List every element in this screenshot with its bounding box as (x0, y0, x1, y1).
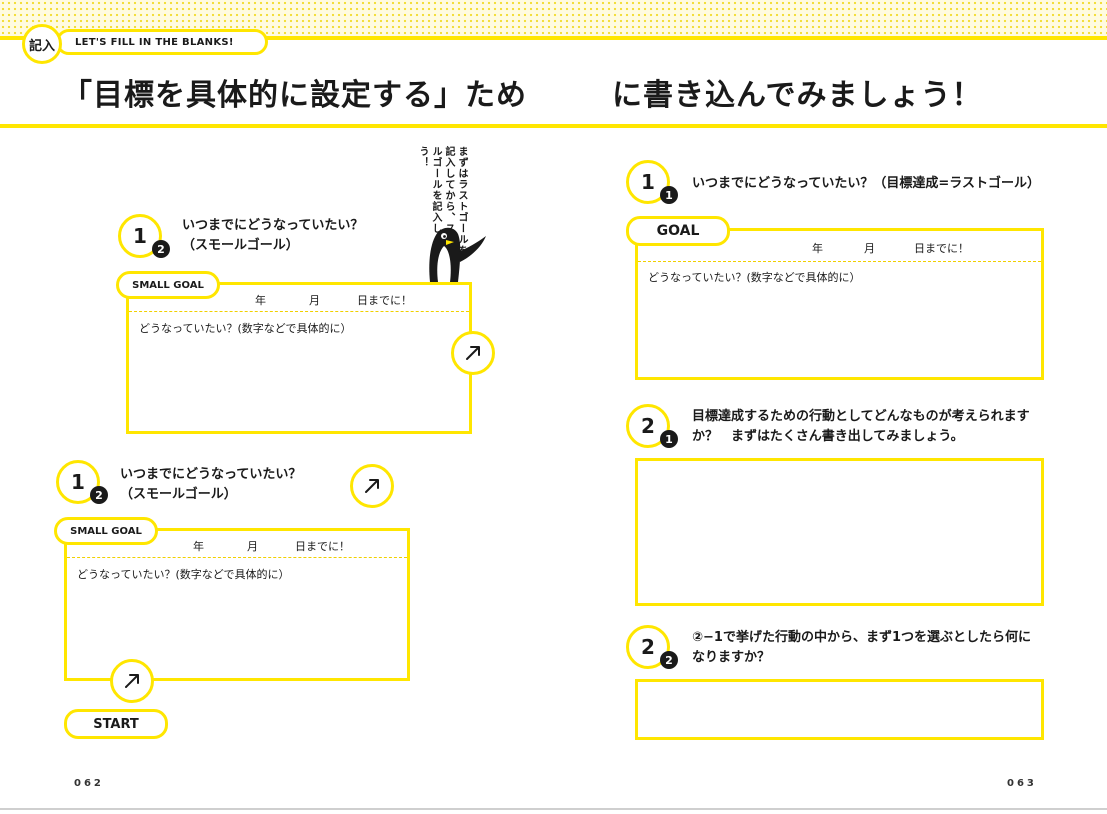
vertical-note: まずはラストゴールを記入してから、スモールゴールを記入しよう！ (417, 146, 467, 256)
day-label: 日までに！ (295, 540, 350, 553)
header-badge: 記入 (22, 24, 62, 64)
step-question-line1: いつまでにどうなっていたい？ (182, 218, 364, 233)
page-number-left: 062 (74, 778, 104, 789)
step-question-line2: （スモールゴール） (182, 238, 299, 253)
month-label: 月 (247, 540, 258, 553)
step-sub-number: 1 (660, 186, 678, 204)
step-number-circle: 1 (56, 460, 100, 504)
left-upper-step: 1 2 いつまでにどうなっていたい？ （スモールゴール） (118, 214, 418, 262)
arrow-up-right-icon (110, 659, 154, 703)
start-tag: START (64, 709, 168, 739)
arrow-up-right-icon (451, 331, 495, 375)
goal-tag: GOAL (626, 216, 730, 246)
left-lower-goal-box[interactable]: 年 月 日までに！ どうなっていたい？(数字などで具体的に） (64, 528, 410, 681)
date-row: 年 月 日までに！ (129, 285, 469, 312)
step-number-circle: 2 (626, 625, 670, 669)
step-question-line2: か？ まずはたくさん書き出してみましょう。 (692, 429, 964, 444)
small-goal-tag: SMALL GOAL (54, 517, 158, 545)
year-label: 年 (193, 540, 204, 553)
first-action-box[interactable] (635, 679, 1044, 740)
left-lower-step: 1 2 いつまでにどうなっていたい？ （スモールゴール） (56, 460, 356, 508)
year-label: 年 (812, 242, 823, 255)
step-sub-number: 1 (660, 430, 678, 448)
step-question-line1: ②−1で挙げた行動の中から、まず1つを選ぶとしたら何に (692, 630, 1031, 645)
left-upper-goal-box[interactable]: 年 月 日までに！ どうなっていたい？(数字などで具体的に） (126, 282, 472, 434)
title-rule (0, 124, 1107, 128)
right-question-2-2: 2 2 ②−1で挙げた行動の中から、まず1つを選ぶとしたら何に なりますか？ (626, 625, 1066, 673)
description-prompt: どうなっていたい？(数字などで具体的に） (648, 271, 861, 284)
month-label: 月 (864, 242, 875, 255)
actions-brainstorm-box[interactable] (635, 458, 1044, 606)
step-number-circle: 1 (118, 214, 162, 258)
bottom-rule (0, 808, 1107, 810)
step-question-line2: （スモールゴール） (120, 487, 237, 502)
right-goal-step: 1 1 いつまでにどうなっていたい？（目標達成=ラストゴール） (626, 160, 1066, 208)
description-prompt: どうなっていたい？(数字などで具体的に） (77, 568, 290, 581)
year-label: 年 (255, 294, 266, 307)
step-number-circle: 2 (626, 404, 670, 448)
description-prompt: どうなっていたい？(数字などで具体的に） (139, 322, 352, 335)
step-sub-number: 2 (90, 486, 108, 504)
step-question: いつまでにどうなっていたい？（目標達成=ラストゴール） (692, 176, 1040, 191)
page-number-right: 063 (1007, 778, 1037, 789)
step-question-line1: 目標達成するための行動としてどんなものが考えられます (692, 409, 1030, 424)
month-label: 月 (309, 294, 320, 307)
penguin-icon (429, 227, 486, 282)
right-question-2-1: 2 1 目標達成するための行動としてどんなものが考えられます か？ まずはたくさ… (626, 404, 1066, 452)
day-label: 日までに！ (357, 294, 412, 307)
step-sub-number: 2 (152, 240, 170, 258)
page-title-left: 「目標を具体的に設定する」ため (62, 78, 527, 113)
arrow-up-right-icon (350, 464, 394, 508)
header-label: LET'S FILL IN THE BLANKS! (56, 29, 268, 55)
top-rule (0, 36, 1107, 40)
date-row: 年 月 日までに！ (67, 531, 407, 558)
step-question-line1: いつまでにどうなっていたい？ (120, 467, 302, 482)
step-question-line2: なりますか？ (692, 650, 771, 665)
page-title-right: に書き込んでみましょう！ (612, 78, 983, 113)
date-row: 年 月 日までに！ (638, 231, 1041, 262)
small-goal-tag: SMALL GOAL (116, 271, 220, 299)
day-label: 日までに！ (914, 242, 969, 255)
step-sub-number: 2 (660, 651, 678, 669)
goal-box[interactable]: 年 月 日までに！ どうなっていたい？(数字などで具体的に） (635, 228, 1044, 380)
